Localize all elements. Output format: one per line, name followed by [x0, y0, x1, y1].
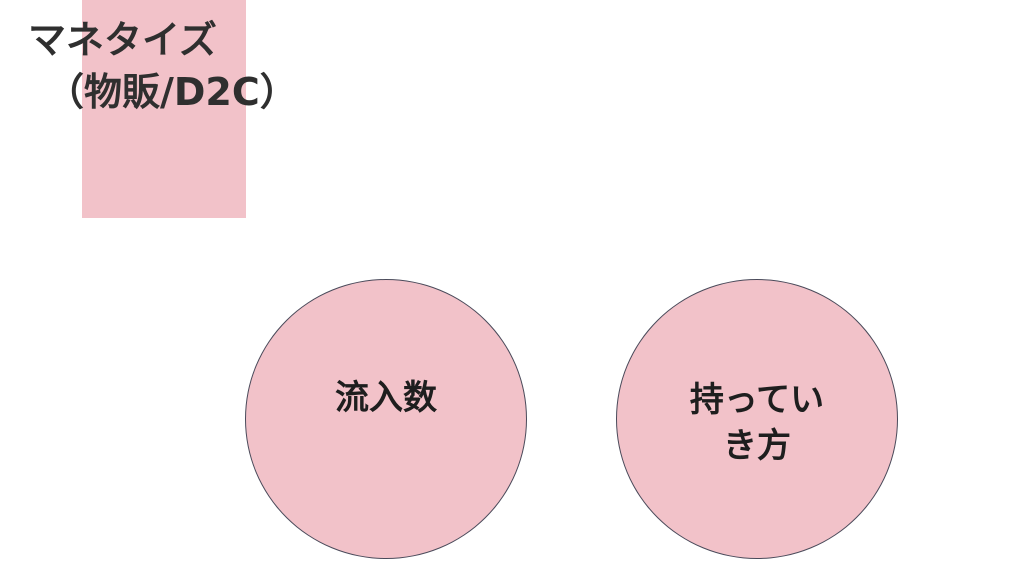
slide-title-line-2: （物販/D2C） — [46, 70, 298, 114]
circle-inflow-label-line: 流入数 — [335, 378, 437, 418]
slide-title: マネタイズ （物販/D2C） — [28, 14, 298, 118]
circle-approach: 持ってい き方 — [616, 279, 898, 559]
circle-approach-label-line-2: き方 — [723, 426, 791, 466]
accent-rectangle — [82, 0, 246, 218]
circle-inflow: 流入数 — [245, 279, 527, 559]
circle-approach-label: 持ってい き方 — [617, 377, 897, 469]
circle-approach-label-line-1: 持ってい — [689, 380, 825, 420]
slide-title-line-1: マネタイズ — [28, 18, 217, 62]
circle-inflow-label: 流入数 — [246, 375, 526, 421]
